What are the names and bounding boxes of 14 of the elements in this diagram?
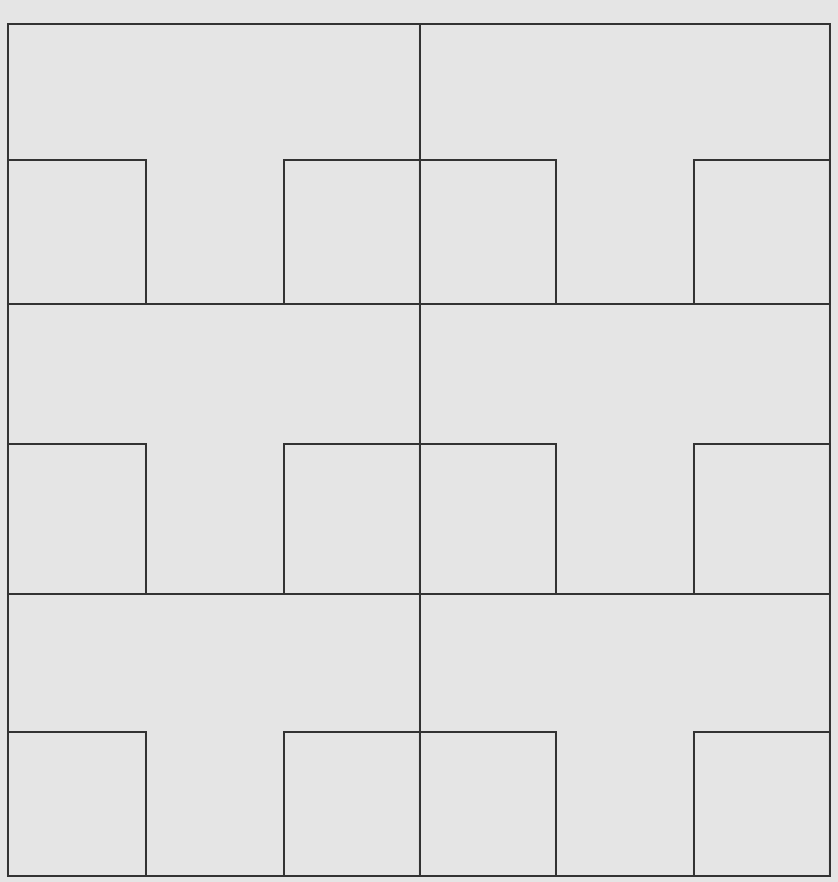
square-box xyxy=(7,443,147,595)
square-box xyxy=(693,159,831,305)
square-box xyxy=(7,731,147,877)
square-box xyxy=(283,443,421,595)
square-box xyxy=(419,443,557,595)
square-box xyxy=(419,159,557,305)
square-box xyxy=(7,159,147,305)
tile-box xyxy=(7,593,421,877)
square-box xyxy=(419,731,557,877)
square-box xyxy=(693,443,831,595)
square-box xyxy=(283,731,421,877)
square-box xyxy=(283,159,421,305)
square-box xyxy=(693,731,831,877)
tile-box xyxy=(419,593,831,877)
